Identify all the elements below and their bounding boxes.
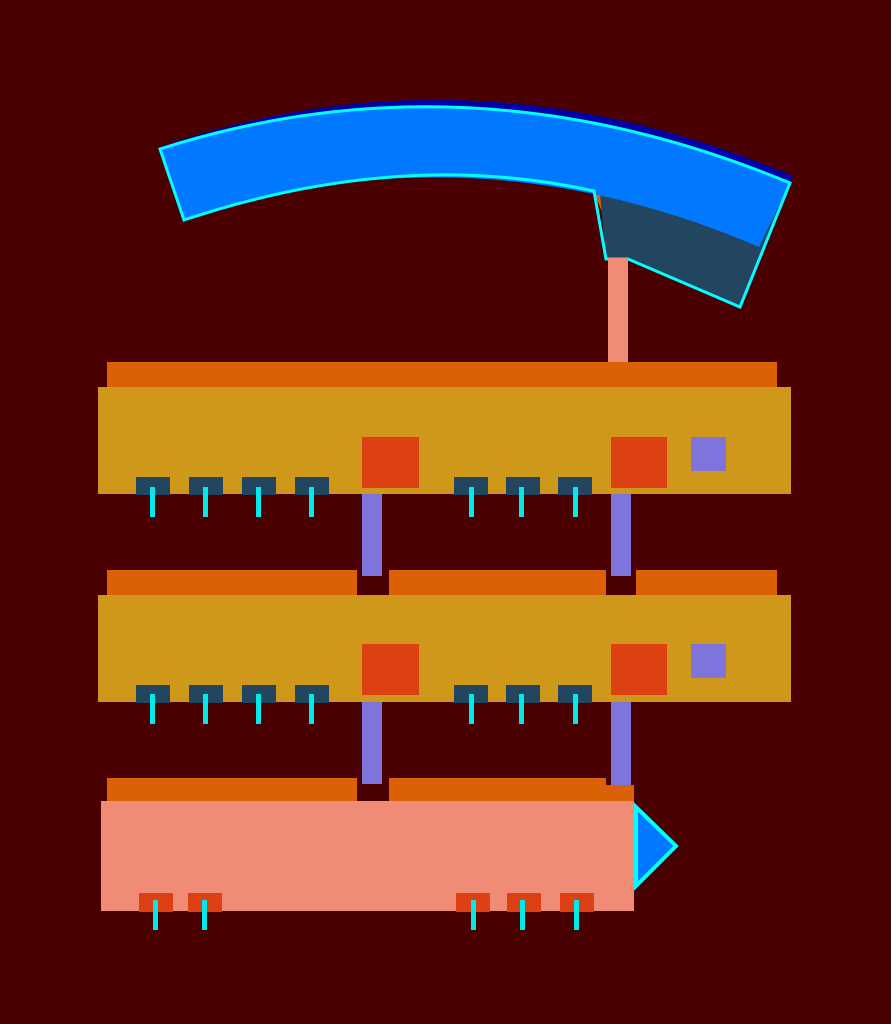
pin-leg — [469, 694, 474, 724]
pin-leg — [471, 900, 476, 930]
play-arrow-icon — [634, 802, 679, 891]
pin — [558, 477, 592, 517]
pin-leg — [256, 487, 261, 517]
pin-pad — [454, 477, 488, 495]
pin-leg — [150, 487, 155, 517]
antenna-mast — [608, 258, 628, 370]
middle-module-top-strip-b — [389, 570, 606, 595]
pin-leg — [202, 900, 207, 930]
upper-module-body — [98, 387, 791, 494]
pin — [506, 477, 540, 517]
base-module-pins — [139, 893, 594, 930]
pin — [136, 685, 170, 724]
upper-module — [98, 362, 791, 494]
pin — [189, 685, 223, 724]
pin-leg — [153, 900, 158, 930]
middle-module-chip-left — [362, 644, 419, 695]
pin — [242, 477, 276, 517]
pin — [189, 477, 223, 517]
base-module-top-strip-c — [606, 785, 634, 801]
pin-leg — [520, 900, 525, 930]
pin — [454, 685, 488, 724]
base-module-top-strip-b — [389, 778, 606, 801]
arc-outline — [158, 105, 792, 309]
pin-leg — [469, 487, 474, 517]
pin — [456, 893, 490, 930]
middle-module-top-strip-a — [107, 570, 357, 595]
pin — [242, 685, 276, 724]
middle-module-small-chip — [691, 644, 726, 678]
base-module-top-strip-a — [107, 778, 357, 801]
pin-pad — [189, 477, 223, 495]
pin — [560, 893, 594, 930]
pin-leg — [203, 694, 208, 724]
pin-leg — [519, 487, 524, 517]
middle-module — [98, 570, 791, 702]
pin — [506, 685, 540, 724]
connector-bar-right-upper — [611, 494, 631, 576]
arc-assembly — [158, 99, 793, 309]
pin-leg — [519, 694, 524, 724]
upper-module-small-chip — [691, 437, 726, 471]
upper-module-pins — [136, 477, 592, 517]
pin-leg — [574, 900, 579, 930]
pin — [139, 893, 173, 930]
upper-module-chip-right — [611, 437, 667, 488]
pin-pad — [558, 477, 592, 495]
pin-leg — [309, 694, 314, 724]
connector-bar-right-lower — [611, 702, 631, 786]
pin-leg — [573, 487, 578, 517]
upper-module-chip-left — [362, 437, 419, 488]
pin — [454, 477, 488, 517]
pin-pad — [136, 477, 170, 495]
middle-module-chip-right — [611, 644, 667, 695]
upper-module-top-strip — [107, 362, 777, 387]
connector-bar-left-upper — [362, 494, 382, 576]
middle-module-top-strip-c — [636, 570, 777, 595]
pin — [507, 893, 541, 930]
pin-pad — [506, 477, 540, 495]
pin-leg — [256, 694, 261, 724]
pin — [295, 477, 329, 517]
pin — [188, 893, 222, 930]
pin — [136, 477, 170, 517]
pin — [558, 685, 592, 724]
base-module — [101, 778, 679, 911]
base-module-body — [101, 801, 634, 911]
pin-leg — [573, 694, 578, 724]
pin-pad — [295, 477, 329, 495]
pin-leg — [150, 694, 155, 724]
connector-bar-left-lower — [362, 702, 382, 784]
middle-module-pins — [136, 685, 592, 724]
pin — [295, 685, 329, 724]
pin-pad — [242, 477, 276, 495]
pin-leg — [203, 487, 208, 517]
middle-module-body — [98, 595, 791, 702]
pin-leg — [309, 487, 314, 517]
